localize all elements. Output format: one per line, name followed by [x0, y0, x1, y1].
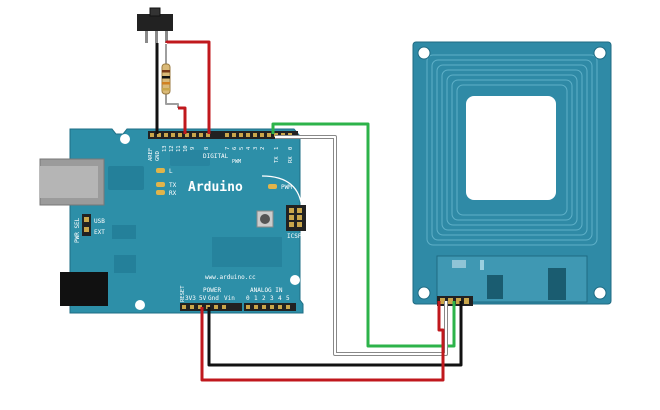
switch-leg [155, 31, 158, 43]
analog-in-label: ANALOG IN [250, 287, 283, 294]
pin-0-label: 0 [288, 147, 294, 150]
reader-pin [440, 298, 445, 304]
pin-4-label: 4 [246, 146, 252, 150]
rfid-reader-module [412, 41, 612, 306]
pin-3-label: 3 [253, 147, 259, 150]
wire-white-pin1-reader [275, 136, 447, 355]
usb-label: USB [94, 218, 105, 225]
mount-hole [593, 286, 607, 300]
pin-7-label: 7 [225, 147, 231, 150]
antenna-window [466, 96, 556, 200]
pin-a2-label: 2 [262, 295, 266, 302]
mount-hole [417, 286, 431, 300]
led-rx [156, 190, 165, 195]
arduino-logo: Arduino [188, 180, 243, 195]
pin-a1-label: 1 [254, 295, 258, 302]
power-header [180, 303, 242, 311]
pin-2-label: 2 [260, 147, 266, 150]
mount-hole [290, 275, 300, 285]
power-jack [60, 272, 108, 306]
led-l-label: L [169, 168, 173, 175]
slide-switch[interactable] [137, 7, 173, 43]
reader-pin [456, 298, 461, 304]
tx-label: TX [274, 156, 280, 163]
url-label: www.arduino.cc [205, 274, 256, 281]
reset-button-cap[interactable] [260, 214, 270, 224]
led-tx [156, 182, 165, 187]
arduino-board: PWR SEL USB EXT L TX RX PWM Arduino ICSP… [39, 128, 306, 314]
mount-hole [135, 300, 145, 310]
switch-body [137, 14, 173, 31]
mount-hole [120, 134, 130, 144]
pin-12-label: 12 [169, 145, 175, 152]
mount-hole [417, 46, 431, 60]
board-outline-curve [261, 175, 303, 211]
rx-label: RX [288, 156, 294, 163]
pin-vin-label: Vin [224, 295, 235, 302]
pin-a5-label: 5 [286, 295, 290, 302]
switch-leg [165, 31, 168, 43]
gnd-label: GND [155, 151, 161, 161]
power-label: POWER [203, 287, 221, 294]
board-component [108, 166, 144, 190]
pin-13-label: 13 [162, 145, 168, 152]
mount-hole [593, 46, 607, 60]
pin-1-label: 1 [274, 147, 280, 150]
pin-9-label: 9 [190, 147, 196, 150]
antenna-coil [426, 54, 598, 246]
reader-pin [464, 298, 469, 304]
ext-label: EXT [94, 229, 105, 236]
reader-chip [548, 268, 566, 300]
switch-knob[interactable] [149, 7, 161, 17]
wire-red-5v-reader [200, 301, 445, 382]
switch-leg [145, 31, 148, 43]
digital-label: DIGITAL [203, 153, 229, 160]
pwr-sel-label: PWR SEL [74, 217, 81, 243]
resistor [161, 63, 171, 95]
led-pwr [268, 184, 277, 189]
pin-6-label: 6 [232, 147, 238, 150]
pin-10-label: 10 [183, 145, 189, 152]
pwm-label: PWM [232, 159, 241, 165]
pin-a0-label: 0 [246, 295, 250, 302]
reader-crystal [452, 260, 466, 268]
reader-pin [448, 298, 453, 304]
board-component [212, 237, 282, 267]
led-rx-label: RX [169, 190, 177, 197]
reset-label: RESET [180, 285, 186, 302]
reader-pad [480, 260, 484, 270]
wire-red-resistor-pin10 [178, 106, 187, 134]
digital-header [148, 131, 298, 139]
wire-black-gnd-reader [207, 301, 463, 367]
wire-red-switch-pin8 [165, 40, 211, 134]
wire-green-pin2-reader [271, 122, 456, 348]
pwr-led-label: PWM [281, 184, 292, 191]
pin-3v3-label: 3V3 [185, 295, 196, 302]
pin-5-label: 5 [239, 147, 245, 150]
board-component [112, 225, 136, 239]
board-component [170, 150, 210, 166]
pin-a4-label: 4 [278, 295, 282, 302]
usb-port-inner [40, 166, 98, 198]
pin-11-label: 11 [176, 145, 182, 152]
aref-label: AREF [148, 148, 154, 161]
pin-gnd-label: Gnd [208, 295, 219, 302]
reader-chip [487, 275, 503, 299]
pin-5v-label: 5V [199, 295, 207, 302]
wires [155, 40, 463, 382]
led-l [156, 168, 165, 173]
led-tx-label: TX [169, 182, 177, 189]
pin-a3-label: 3 [270, 295, 274, 302]
pwr-sel-jumper[interactable] [82, 214, 91, 236]
icsp-label: ICSP [287, 233, 302, 240]
pin-8-label: 8 [204, 147, 210, 150]
board-component [114, 255, 136, 273]
